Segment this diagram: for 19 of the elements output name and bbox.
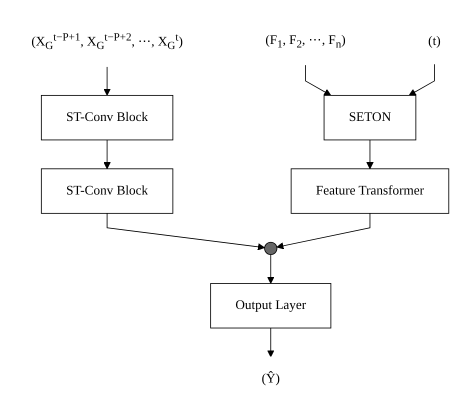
node-box: ST-Conv Block	[40, 94, 174, 140]
node-circle	[264, 242, 278, 255]
arrow	[305, 64, 332, 96]
arrow	[106, 212, 265, 250]
arrow	[267, 254, 274, 284]
node-box: ST-Conv Block	[40, 168, 174, 214]
node-text: (Ŷ)	[262, 372, 280, 386]
node-box: Output Layer	[210, 283, 332, 328]
arrow	[276, 212, 370, 250]
node-box: Feature Transformer	[290, 168, 450, 214]
arrow	[366, 139, 374, 170]
node-text: (X$_{G}$$^{t−P+1}$, X$_{G}$$^{t−P+2}$, ⋯, X$_{G}$$^{t}$)	[31, 30, 183, 52]
arrow	[103, 66, 111, 96]
node-text: (F$_{1}$, F$_{2}$, ⋯, F$_{n}$)	[265, 33, 346, 50]
arrow	[103, 139, 111, 170]
node-text: (t)	[428, 34, 441, 48]
arrow	[408, 63, 435, 96]
arrow	[267, 328, 274, 358]
node-box: SETON	[324, 94, 416, 140]
